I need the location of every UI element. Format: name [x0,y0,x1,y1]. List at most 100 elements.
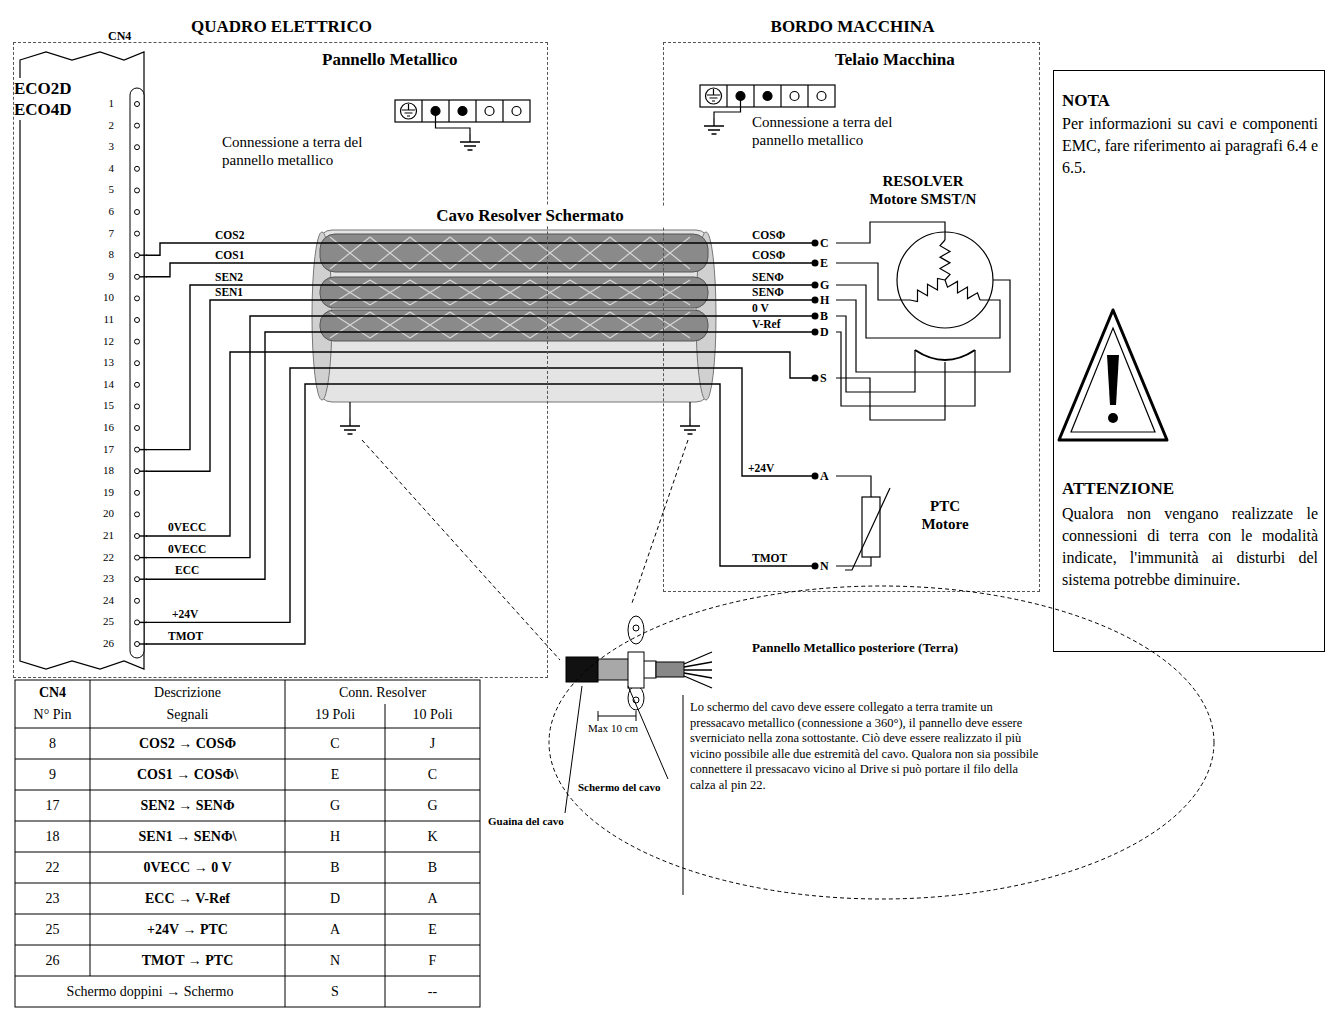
table-cell: E [385,921,480,938]
callout-leader [362,440,560,660]
connector-outline [135,253,140,258]
ground-connection [460,134,480,150]
signal-name: SENΦ [752,271,784,284]
connector-outline [140,579,148,580]
connector-outline [135,274,140,279]
node-heading: CN4 [108,30,142,44]
signal-wire [146,243,815,255]
table-cell: 26 [15,952,90,969]
connector-outline [135,382,140,387]
twisted-pair [410,280,450,305]
pin-number: 26 [96,637,114,650]
table-cell: SEN2 → SENΦ [90,797,285,814]
cable-gland-illustration [683,695,684,895]
node-text: Qualora non vengano realizzate le connes… [1062,503,1318,591]
signal-wire [146,384,815,644]
table-cell: D [285,890,385,907]
connector-outline [140,557,148,558]
twisted-pair [570,237,610,269]
table-cell: A [385,890,480,907]
pin-number: 20 [96,507,114,520]
ptc-symbol [836,557,871,566]
ptc-symbol [862,497,880,557]
cable-gland-illustration [633,625,639,631]
panel-label: Pannello Metallico [322,50,458,70]
twisted-pair [330,280,370,305]
node-heading: PTC Motore [905,497,985,533]
table-cell: A [285,921,385,938]
signal-name: 0VECC [168,521,206,534]
callout-label: Guaina del cavo [488,815,564,828]
table-cell: 0VECC → 0 V [90,859,285,876]
terminal-letter: E [820,256,828,270]
table-cell: S [285,983,385,1000]
warning-triangle [1108,413,1118,423]
resolver-symbol [915,350,975,360]
pin-number: 21 [96,529,114,542]
terminal-letter: C [820,236,829,250]
cable-gland-illustration [656,662,684,677]
connector-outline [135,296,140,301]
terminal-letter: G [820,278,829,292]
pin-number: 19 [96,486,114,499]
signal-name: ECC [175,564,199,577]
twisted-pair [370,280,410,305]
twisted-pair [610,280,650,305]
table-cell: G [385,797,480,814]
connector-outline [140,254,148,255]
signal-name: COSΦ [752,249,785,262]
signal-name: TMOT [168,630,203,643]
resolver-symbol [836,362,945,420]
node-heading: QUADRO ELETTRICO [14,17,549,37]
twisted-pair [330,237,690,338]
table-cell: 9 [15,766,90,783]
twisted-pair [610,237,650,269]
cable-gland-illustration [684,652,712,688]
twisted-pair [450,280,490,305]
twisted-pair [650,280,690,305]
coil-winding [945,280,980,300]
table-cell: B [285,859,385,876]
pin-number: 2 [96,119,114,132]
pin-number: 8 [96,248,114,261]
signal-name: COS1 [215,249,244,262]
warning-triangle [1059,310,1167,440]
cable-gland-illustration [565,616,712,895]
coil-winding [910,279,945,302]
signal-wire [146,300,815,471]
resolver-symbol [812,222,1011,570]
twisted-pair [370,237,410,269]
table-cell: Segnali [90,706,285,723]
connector-outline [135,231,140,236]
signal-name: SENΦ [752,286,784,299]
pin-number: 10 [96,291,114,304]
signal-wire [146,352,815,536]
machine-region: BORDO MACCHINARESOLVER Motore SMST/NPTC … [663,42,1040,592]
cable-gland-illustration [565,686,582,813]
node-heading: RESOLVER Motore SMST/N [857,172,989,208]
table-cell: -- [385,983,480,1000]
pin-number: 11 [96,313,114,326]
shielded-cable [340,418,360,434]
table-cell: K [385,828,480,845]
connector-outline [135,577,140,582]
table-cell: J [385,735,480,752]
connector-outline [135,555,140,560]
resolver-symbol [836,280,1010,372]
cabinet-region: QUADRO ELETTRICOCN4ECO2D ECO4D [13,42,548,678]
signal-name: SEN2 [215,271,243,284]
connector-outline [135,166,140,171]
cable-gland-illustration [628,686,668,779]
callout-leader [632,440,688,603]
resolver-symbol [836,222,945,243]
signal-name: 0 V [752,302,769,315]
resolver-symbol [897,232,993,328]
resolver-symbol [836,263,910,300]
table-cell: C [285,735,385,752]
connector-outline [135,188,140,193]
table-cell: C [385,766,480,783]
signal-name: COS2 [215,229,244,242]
twisted-pair [490,280,530,305]
pin-number: 4 [96,162,114,175]
table-cell: B [385,859,480,876]
